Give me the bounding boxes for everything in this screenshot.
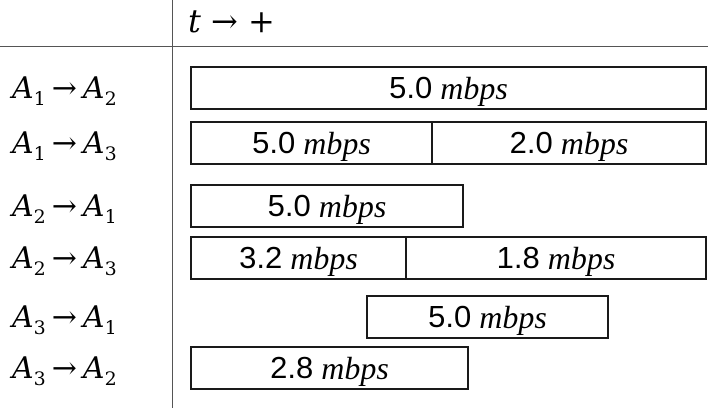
destination-node: A xyxy=(82,71,105,106)
bandwidth-unit: mbps xyxy=(321,349,389,386)
bandwidth-unit: mbps xyxy=(290,239,358,276)
destination-node: A xyxy=(82,126,105,161)
time-variable: t xyxy=(188,2,201,40)
vertical-divider xyxy=(172,0,173,408)
destination-node-index: 1 xyxy=(104,317,117,339)
bandwidth-unit: mbps xyxy=(440,69,508,106)
source-node-index: 2 xyxy=(33,258,46,280)
bandwidth-value: 2.0 xyxy=(509,125,553,160)
bandwidth-value: 2.8 xyxy=(270,350,314,385)
source-node-index: 1 xyxy=(33,143,46,165)
destination-node-index: 3 xyxy=(104,258,117,280)
destination-node: A xyxy=(82,351,105,386)
source-node-index: 3 xyxy=(33,368,46,390)
bandwidth-value: 5.0 xyxy=(389,70,433,105)
bandwidth-value: 5.0 xyxy=(267,188,311,223)
source-node-index: 1 xyxy=(33,88,46,110)
plus-sign: + xyxy=(248,2,275,40)
right-arrow-icon: → xyxy=(51,126,77,161)
source-node: A xyxy=(12,351,34,386)
source-node: A xyxy=(12,300,34,335)
bandwidth-value: 3.2 xyxy=(239,240,283,275)
link-label: A1→A3 xyxy=(12,126,170,165)
source-node-index: 2 xyxy=(33,206,46,228)
right-arrow-icon: → xyxy=(51,351,77,386)
source-node: A xyxy=(12,241,34,276)
bandwidth-value: 5.0 xyxy=(252,125,296,160)
source-node: A xyxy=(12,189,34,224)
bandwidth-unit: mbps xyxy=(318,187,387,224)
link-label: A3→A1 xyxy=(12,300,170,339)
destination-node: A xyxy=(82,241,105,276)
right-arrow-icon: → xyxy=(211,2,238,40)
bandwidth-unit: mbps xyxy=(303,124,371,161)
right-arrow-icon: → xyxy=(51,189,77,224)
destination-node: A xyxy=(82,189,105,224)
time-axis-header: t → + xyxy=(188,2,275,40)
right-arrow-icon: → xyxy=(51,300,77,335)
source-node-index: 3 xyxy=(33,317,46,339)
destination-node-index: 2 xyxy=(104,368,117,390)
horizontal-divider xyxy=(0,46,708,47)
bandwidth-unit: mbps xyxy=(479,298,547,335)
bandwidth-value: 1.8 xyxy=(496,240,540,275)
source-node: A xyxy=(12,126,34,161)
link-label: A2→A3 xyxy=(12,241,170,280)
link-label: A3→A2 xyxy=(12,351,170,390)
right-arrow-icon: → xyxy=(51,71,77,106)
destination-node-index: 3 xyxy=(104,143,117,165)
bandwidth-unit: mbps xyxy=(547,239,616,276)
source-node: A xyxy=(12,71,34,106)
link-label: A1→A2 xyxy=(12,71,170,110)
bandwidth-value: 5.0 xyxy=(428,299,472,334)
bandwidth-unit: mbps xyxy=(560,124,629,161)
right-arrow-icon: → xyxy=(51,241,77,276)
destination-node: A xyxy=(82,300,105,335)
destination-node-index: 2 xyxy=(104,88,117,110)
link-label: A2→A1 xyxy=(12,189,170,228)
destination-node-index: 1 xyxy=(104,206,117,228)
